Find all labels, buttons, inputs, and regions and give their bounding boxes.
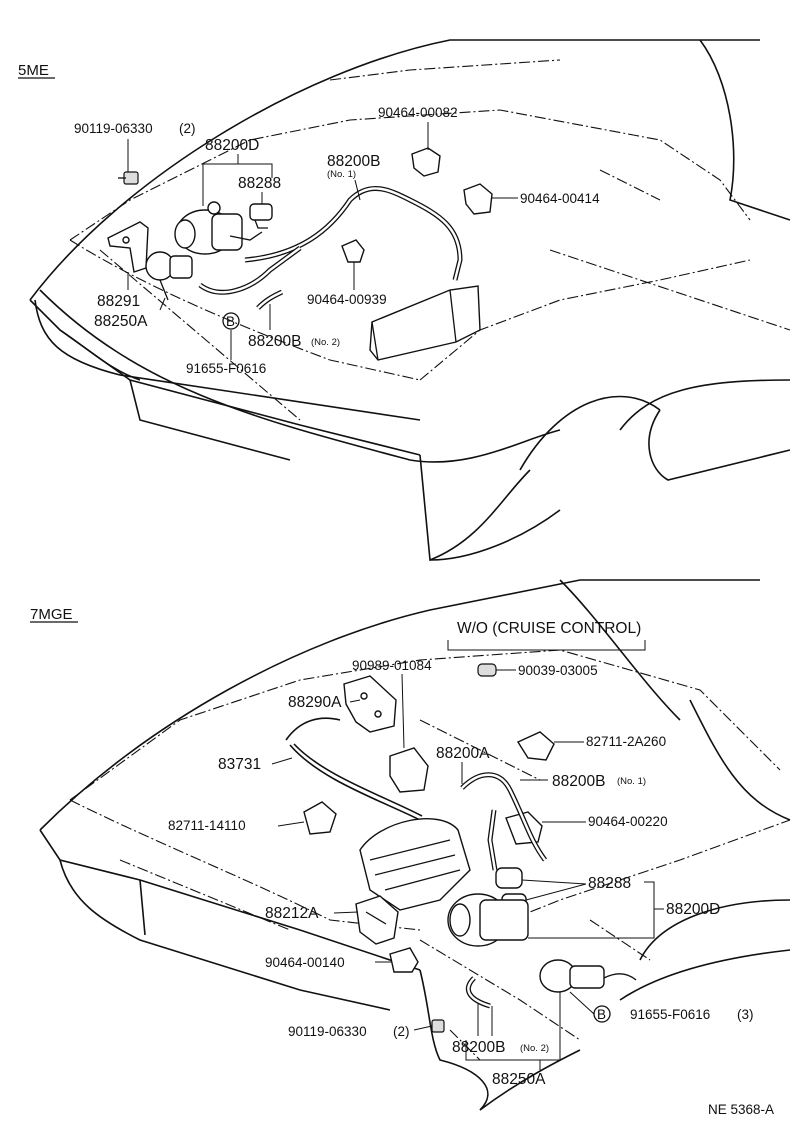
- label-bracket: 88291: [97, 293, 140, 310]
- label-bolt-qty: (2): [179, 121, 196, 136]
- clip-939-part: [341, 239, 365, 263]
- clamp-260-part: [516, 731, 555, 761]
- label-clip-right: 90464-00414: [520, 191, 600, 206]
- note-wo-cruise: W/O (CRUISE CONTROL): [457, 620, 641, 637]
- bolt-part: [118, 171, 139, 185]
- label-vacuum-switch: 88288: [238, 175, 281, 192]
- leader-cable-no1: [354, 179, 361, 201]
- label-pin-b: 91655-F0616: [630, 1007, 710, 1022]
- leader-bolt-b: [413, 1025, 433, 1031]
- label-pin: 91655-F0616: [186, 361, 266, 376]
- label-plug: 90039-03005: [518, 663, 598, 678]
- plug-part: [477, 663, 497, 677]
- bracket-212a-part: [355, 895, 399, 945]
- clip-414-part: [463, 183, 493, 215]
- label-bolt-qty-b: (2): [393, 1024, 410, 1039]
- clip-82-part: [411, 147, 441, 177]
- label-actuator: 88200D: [205, 137, 259, 154]
- marker-b: B: [226, 314, 235, 329]
- label-clip-bottom: 90464-00140: [265, 955, 345, 970]
- label-cable-no1-note: (No. 1): [327, 169, 356, 180]
- leader-pump: [159, 297, 166, 311]
- label-hose-no2: 88200B: [248, 333, 301, 350]
- grommet-part: [389, 747, 429, 793]
- leader-actuator: [202, 154, 273, 206]
- pump-part-b: [539, 959, 637, 993]
- bottom-section: 7MGE W/O (CRUISE CONTROL): [30, 579, 791, 1117]
- figure-code: NE 5368-A: [708, 1102, 774, 1117]
- vacuum-switch-part: [249, 203, 273, 229]
- label-cable-no1-note-b: (No. 1): [617, 776, 646, 787]
- leader-control-cable: [271, 757, 293, 765]
- label-actuator-b: 88200D: [666, 901, 720, 918]
- label-grommet: 90989-01084: [352, 658, 432, 673]
- intake-manifold-part: [359, 818, 471, 911]
- hose-part: [198, 245, 302, 310]
- label-clip-top: 90464-00082: [378, 105, 458, 120]
- leader-clamp-left: [277, 821, 305, 827]
- leader-bracket-212a: [333, 911, 359, 914]
- label-clamp-top: 82711-2A260: [586, 734, 666, 749]
- section-title-5me: 5ME: [18, 62, 49, 79]
- clip-140-part: [389, 947, 419, 973]
- leader-actuator-b: [528, 881, 664, 939]
- pump-part: [145, 251, 193, 301]
- leader-bracket-a: [349, 699, 361, 703]
- note-bracket: [447, 640, 646, 651]
- label-cable-no1: 88200B: [327, 153, 380, 170]
- leader-hose-no2-b: [477, 1004, 493, 1036]
- marker-b-b: B: [597, 1007, 606, 1022]
- bracket-290a-part: [343, 675, 397, 733]
- leader-pin-b: [569, 991, 595, 1015]
- label-clip-right-b: 90464-00220: [588, 814, 668, 829]
- car-body-top: [29, 39, 791, 562]
- actuator-part: [174, 201, 263, 255]
- bracket-88291-part: [107, 221, 149, 273]
- leader-pump-b: [465, 992, 561, 1070]
- label-bracket-212a: 88212A: [265, 905, 319, 922]
- label-pin-qty: (3): [737, 1007, 754, 1022]
- leader-grommet: [401, 673, 405, 749]
- hose-part-b: [466, 976, 491, 1009]
- label-hose-no2-note: (No. 2): [311, 337, 340, 348]
- bolt-part-b: [431, 1019, 445, 1033]
- actuator-part-b: [447, 893, 529, 947]
- label-clamp-left: 82711-14110: [168, 818, 246, 833]
- cable-no1-part: [244, 185, 463, 281]
- label-pump-b: 88250A: [492, 1071, 546, 1088]
- label-hose-no2-b: 88200B: [452, 1039, 505, 1056]
- label-pump: 88250A: [94, 313, 148, 330]
- cable-no1-part-b: [460, 772, 548, 871]
- reservoir-part: [369, 285, 481, 361]
- label-bolt: 90119-06330: [74, 121, 153, 136]
- label-bolt-b: 90119-06330: [288, 1024, 367, 1039]
- label-cable-assy: 88200A: [436, 745, 490, 762]
- clamp-110-part: [303, 801, 337, 835]
- leader-vacuum-switch-b: [521, 879, 587, 901]
- section-title-7mge: 7MGE: [30, 606, 73, 623]
- label-control-cable: 83731: [218, 756, 261, 773]
- top-section: 5ME: [18, 39, 791, 562]
- marker-b-circle: [222, 312, 240, 330]
- label-vacuum-switch-b: 88288: [588, 875, 631, 892]
- label-hose-no2-note-b: (No. 2): [520, 1043, 549, 1054]
- label-bracket-a: 88290A: [288, 694, 342, 711]
- label-clip-mid: 90464-00939: [307, 292, 387, 307]
- label-cable-no1-b: 88200B: [552, 773, 605, 790]
